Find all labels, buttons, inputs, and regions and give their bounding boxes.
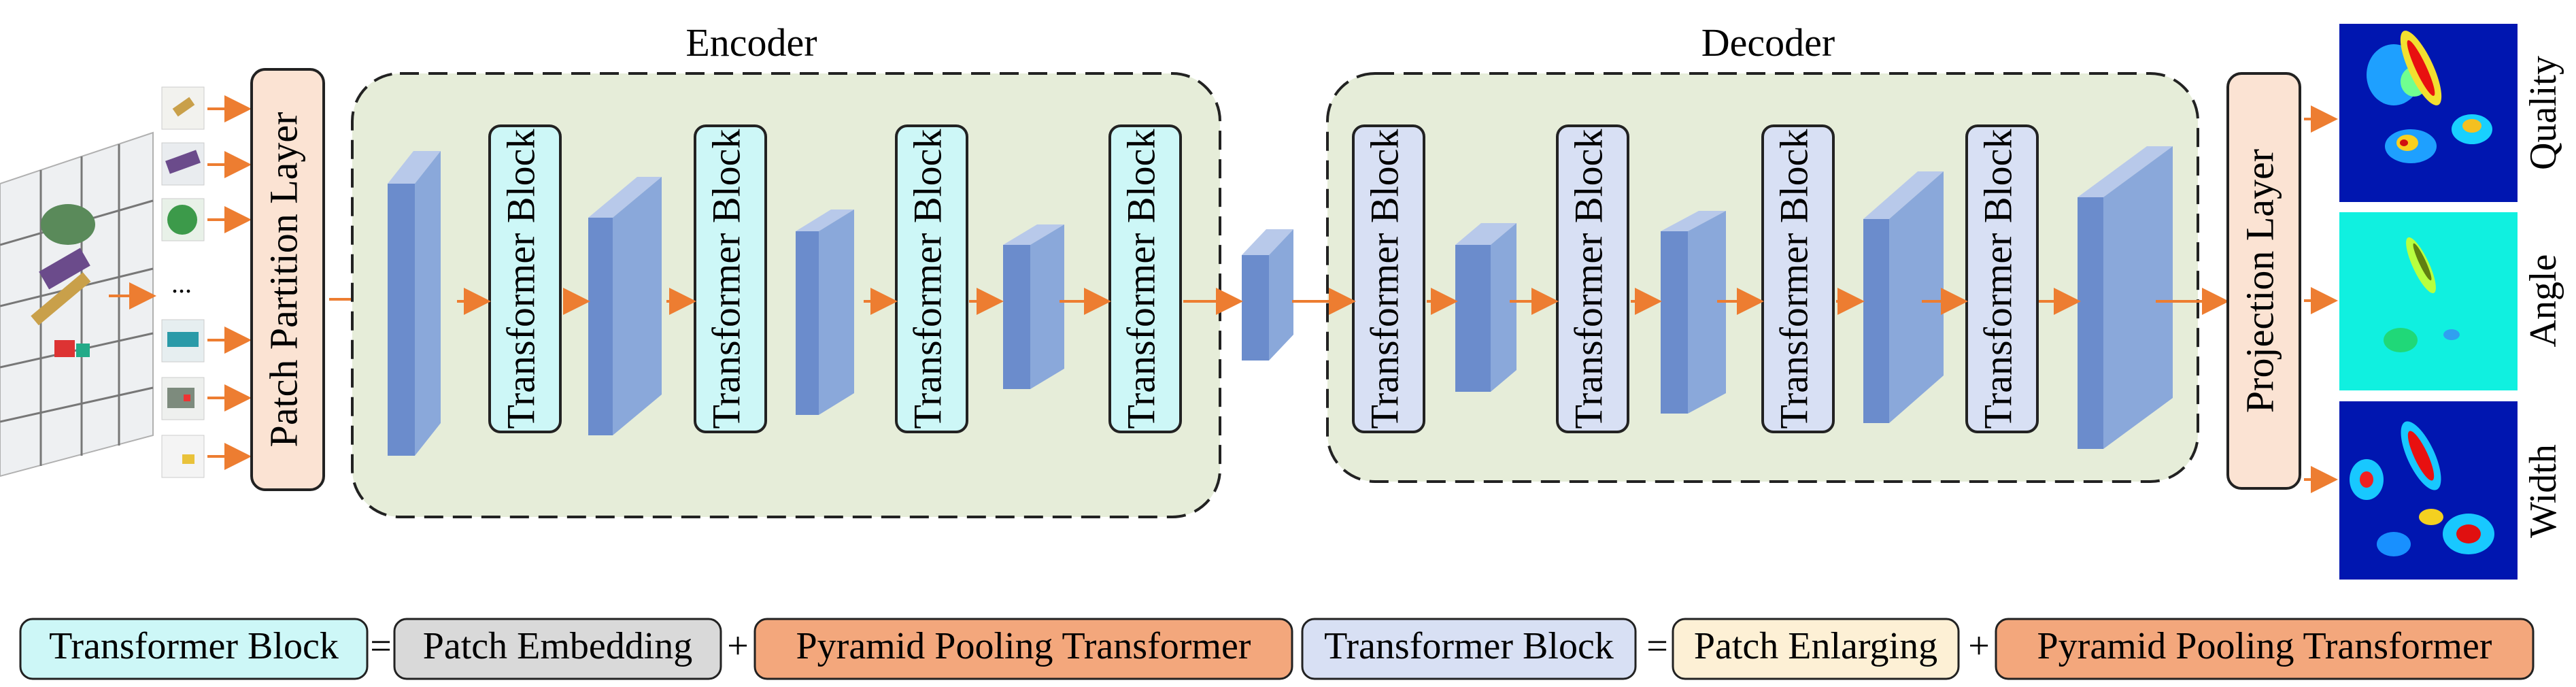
- feature-map: [1242, 229, 1293, 361]
- feature-map: [1003, 224, 1064, 389]
- legend-ppt-box-2: [1995, 618, 2535, 680]
- decoder-transformer-block-3: Transformer Block: [1761, 124, 1835, 433]
- encoder-transformer-block-2: Transformer Block: [694, 124, 767, 433]
- legend-decoder-block-box: [1301, 618, 1637, 680]
- angle-heatmap: [2339, 212, 2518, 390]
- legend-ppt-1: Pyramid Pooling Transformer: [796, 625, 1251, 667]
- decoder-transformer-block-2: Transformer Block: [1556, 124, 1629, 433]
- encoder-blocks: Transformer Block Transformer Block Transf…: [488, 124, 1182, 433]
- legend-equals-2: =: [1646, 625, 1668, 667]
- encoder-transformer-block-4: Transformer Block: [1108, 124, 1182, 433]
- patch-partition-label: Patch Partition Layer: [261, 112, 305, 448]
- feature-map: [1455, 223, 1516, 392]
- decoder-transformer-block-1: Transformer Block: [1352, 124, 1425, 433]
- input-image: [0, 131, 154, 477]
- output-arrows: [2304, 105, 2338, 493]
- decoder-transformer-block-label: Transformer Block: [1566, 129, 1610, 429]
- legend-encoder-block: Transformer Block: [49, 625, 339, 667]
- feature-map: [388, 151, 441, 456]
- feature-map: [796, 210, 854, 415]
- legend: Transformer Block = Patch Embedding + Py…: [19, 618, 2535, 680]
- encoder-transformer-block-label: Transformer Block: [704, 129, 748, 429]
- feature-map: [1661, 211, 1726, 414]
- decoder-blocks: Transformer Block Transformer Block Transf…: [1352, 124, 2039, 433]
- legend-equals-1: =: [370, 625, 392, 667]
- feature-map: [2078, 146, 2173, 449]
- output-label-width: Width: [2522, 444, 2564, 538]
- feature-map: [588, 177, 662, 435]
- patch-ellipsis: ...: [171, 268, 192, 299]
- legend-patch-embedding: Patch Embedding: [423, 625, 693, 667]
- legend-patch-enlarging-box: [1672, 618, 1960, 680]
- legend-ppt-box-1: [753, 618, 1293, 680]
- feature-maps: [388, 146, 2173, 456]
- feature-map: [1863, 171, 1944, 423]
- legend-patch-enlarging: Patch Enlarging: [1694, 625, 1937, 667]
- decoder-title: Decoder: [1701, 20, 1835, 65]
- input-arrows: [109, 95, 252, 470]
- legend-decoder-block: Transformer Block: [1324, 625, 1614, 667]
- projection-label: Projection Layer: [2237, 149, 2282, 413]
- patch-partition-layer: Patch Partition Layer: [250, 68, 325, 491]
- legend-encoder-block-box: [19, 618, 369, 680]
- decoder-transformer-block-label: Transformer Block: [1362, 129, 1406, 429]
- legend-ppt-2: Pyramid Pooling Transformer: [2037, 625, 2492, 667]
- legend-plus-1: +: [727, 625, 749, 667]
- decoder-transformer-block-label: Transformer Block: [1772, 129, 1816, 429]
- encoder-transformer-block-3: Transformer Block: [895, 124, 968, 433]
- output-label-angle: Angle: [2522, 254, 2564, 348]
- output-label-quality: Quality: [2522, 56, 2564, 170]
- width-heatmap: [2339, 401, 2518, 580]
- encoder-transformer-block-label: Transformer Block: [1119, 129, 1163, 429]
- quality-heatmap: [2339, 24, 2518, 202]
- encoder-transformer-block-label: Transformer Block: [498, 129, 543, 429]
- encoder-transformer-block-1: Transformer Block: [488, 124, 562, 433]
- projection-layer: Projection Layer: [2226, 72, 2301, 490]
- decoder-transformer-block-4: Transformer Block: [1965, 124, 2039, 433]
- encoder-region: Encoder: [351, 20, 1221, 518]
- legend-patch-embedding-box: [393, 618, 722, 680]
- legend-plus-2: +: [1968, 625, 1990, 667]
- decoder-transformer-block-label: Transformer Block: [1976, 129, 2020, 429]
- encoder-transformer-block-label: Transformer Block: [905, 129, 949, 429]
- encoder-title: Encoder: [685, 20, 817, 65]
- input-patches: ...: [161, 86, 205, 478]
